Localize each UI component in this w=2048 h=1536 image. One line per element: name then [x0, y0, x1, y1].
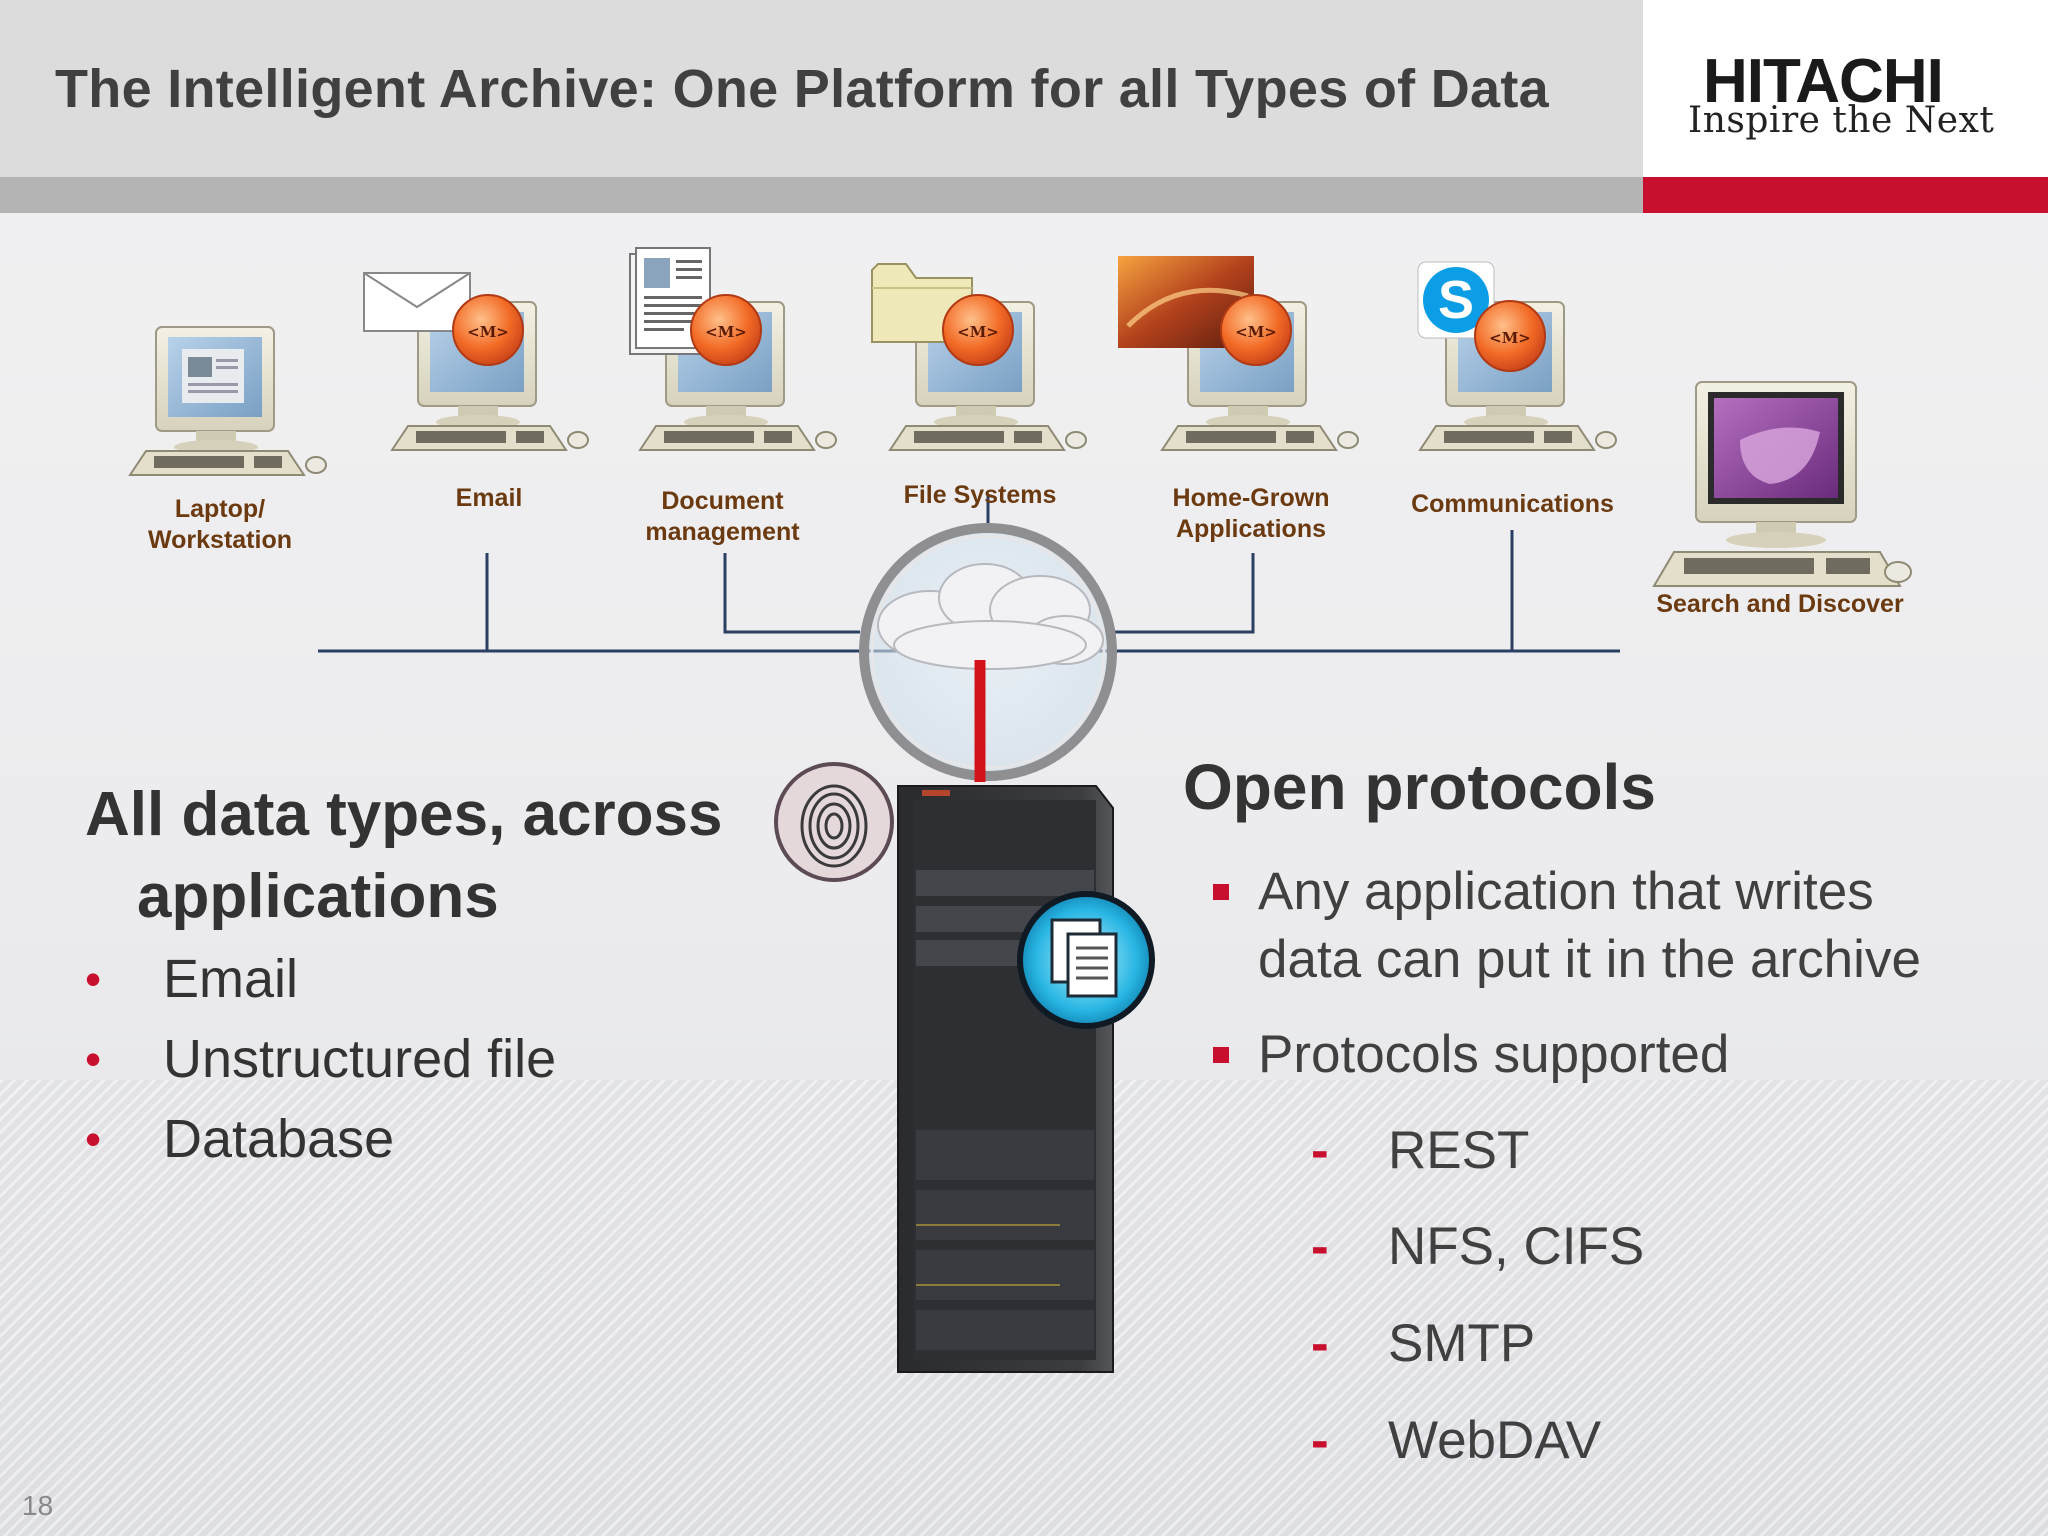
source-label-laptop: Laptop/Workstation — [148, 495, 292, 554]
svg-text:<M>: <M> — [467, 323, 509, 341]
logo-area — [1643, 0, 2048, 177]
storage-rack-icon — [897, 785, 1114, 1373]
source-label-filesystems: File Systems — [903, 481, 1057, 509]
bullet-dot: • — [85, 1113, 102, 1165]
svg-text:<M>: <M> — [1489, 329, 1531, 347]
documents-badge-icon — [1017, 891, 1155, 1029]
brand-logo: HITACHI — [1703, 47, 1944, 116]
title-banner — [0, 0, 1643, 177]
source-label-search: Search and Discover — [1656, 590, 1904, 618]
desktop-computer-icon — [128, 326, 327, 476]
skype-icon: S — [1417, 261, 1495, 339]
svg-text:<M>: <M> — [705, 323, 747, 341]
cloud-icon — [877, 563, 1104, 670]
right-bullet-any-app: Any application that writes data can put… — [1213, 858, 1921, 994]
page-number: 18 — [22, 1490, 54, 1521]
protocol-item: -SMTP — [1311, 1314, 1536, 1373]
right-heading: Open protocols — [1183, 751, 1656, 823]
brand-tagline: Inspire the Next — [1688, 100, 1995, 141]
left-heading-line1: All data types, across — [85, 780, 723, 849]
protocol-item: -WebDAV — [1311, 1411, 1602, 1470]
bullet-square — [1213, 884, 1229, 900]
left-heading-line2: applications — [137, 862, 499, 931]
svg-text:<M>: <M> — [957, 323, 999, 341]
svg-text:<M>: <M> — [1235, 323, 1277, 341]
slide-title: The Intelligent Archive: One Platform fo… — [55, 59, 1549, 119]
source-label-communications: Communications — [1411, 490, 1614, 518]
left-heading: All data types, across applications — [85, 774, 723, 938]
search-screen-icon — [1652, 381, 1912, 587]
bullet-square — [1213, 1047, 1229, 1063]
title-underbar — [0, 177, 1643, 213]
bullet-dot: • — [85, 1033, 102, 1085]
agent-badge-icon: <M> <M> <M> <M> <M> — [452, 294, 1546, 372]
fingerprint-icon — [774, 762, 894, 882]
source-label-email: Email — [455, 484, 523, 512]
protocol-item: -REST — [1311, 1121, 1530, 1180]
envelope-icon — [363, 272, 471, 332]
protocol-item: -NFS, CIFS — [1311, 1217, 1645, 1276]
brand-red-bar — [1643, 177, 2048, 213]
right-bullet-protocols: Protocols supported — [1213, 1021, 1729, 1089]
svg-text:S: S — [1438, 270, 1474, 330]
bullet-dot: • — [85, 953, 102, 1005]
